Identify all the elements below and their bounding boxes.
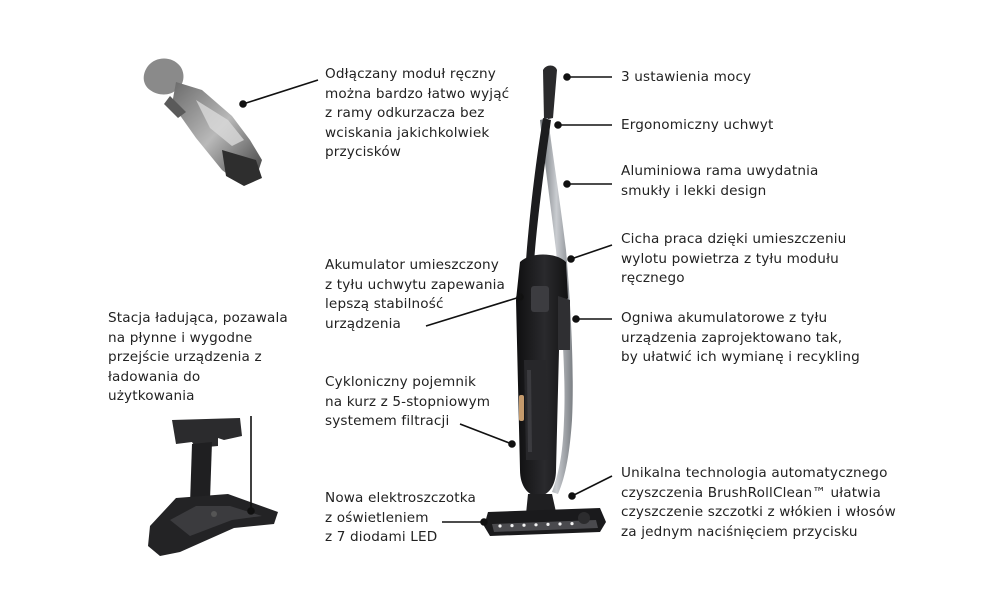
callout-line: za jednym naciśnięciem przycisku (621, 523, 858, 540)
callout-led-nozzle: Nowa elektroszczotka z oświetleniem z 7 … (325, 489, 476, 548)
callout-battery-stability: Akumulator umieszczony z tyłu uchwytu za… (325, 256, 505, 334)
callout-ergonomic-handle: Ergonomiczny uchwyt (621, 116, 773, 136)
callout-line: na kurz z 5-stopniowym (325, 393, 491, 410)
callout-handheld-module: Odłączany moduł ręczny można bardzo łatw… (325, 65, 509, 163)
callout-line: wylotu powietrza z tyłu modułu (621, 250, 839, 267)
callout-line: czyszczenie szczotki z włókien i włosów (621, 504, 896, 520)
callout-line: ładowania do (108, 368, 201, 385)
callout-line: smukły i lekki design (621, 182, 767, 199)
callout-line: Ogniwa akumulatorowe z tyłu (621, 310, 828, 326)
callout-line: użytkowania (108, 388, 195, 404)
callout-line: urządzenia zaprojektowano tak, (621, 329, 843, 346)
callout-line: z oświetleniem (325, 509, 429, 526)
callout-line: Odłączany moduł ręczny (325, 66, 496, 82)
callout-line: Cicha praca dzięki umieszczeniu (621, 231, 847, 247)
callout-line: na płynne i wygodne (108, 329, 253, 346)
callout-aluminium-frame: Aluminiowa rama uwydatnia smukły i lekki… (621, 162, 819, 201)
callout-battery-cells: Ogniwa akumulatorowe z tyłu urządzenia z… (621, 309, 860, 368)
callout-line: Cykloniczny pojemnik (325, 374, 477, 390)
callout-quiet-operation: Cicha praca dzięki umieszczeniu wylotu p… (621, 230, 846, 289)
callout-line: lepszą stabilność (325, 296, 444, 312)
callout-cyclonic-bin: Cykloniczny pojemnik na kurz z 5-stopnio… (325, 373, 490, 432)
callout-power-settings: 3 ustawienia mocy (621, 68, 751, 88)
callout-line: można bardzo łatwo wyjąć (325, 85, 510, 102)
callout-charging-dock: Stacja ładująca, pozawala na płynne i wy… (108, 309, 288, 407)
callout-line: Aluminiowa rama uwydatnia (621, 163, 819, 179)
leader-lines (239, 73, 613, 526)
callout-line: wciskania jakichkolwiek (325, 124, 490, 141)
callout-line: Stacja ładująca, pozawala (108, 310, 288, 326)
callout-brushrollclean: Unikalna technologia automatycznego czys… (621, 464, 896, 542)
callout-line: przejście urządzenia z (108, 349, 262, 365)
callout-line: Akumulator umieszczony (325, 257, 499, 273)
charging-dock-image (148, 418, 278, 556)
callout-line: by ułatwić ich wymianę i recykling (621, 349, 860, 365)
callout-line: Unikalna technologia automatycznego (621, 465, 888, 481)
callout-line: z ramy odkurzacza bez (325, 105, 485, 121)
stick-vacuum-image (484, 65, 606, 536)
callout-line: czyszczenia BrushRollClean™ ułatwia (621, 484, 881, 501)
callout-line: przycisków (325, 144, 402, 160)
callout-line: 3 ustawienia mocy (621, 69, 752, 85)
callout-line: ręcznego (621, 270, 685, 286)
callout-line: systemem filtracji (325, 413, 450, 429)
callout-line: urządzenia (325, 315, 402, 332)
callout-line: z tyłu uchwytu zapewania (325, 276, 505, 293)
callout-line: z 7 diodami LED (325, 529, 438, 545)
callout-line: Nowa elektroszczotka (325, 490, 477, 506)
handheld-module-image (143, 58, 262, 186)
callout-line: Ergonomiczny uchwyt (621, 117, 774, 133)
